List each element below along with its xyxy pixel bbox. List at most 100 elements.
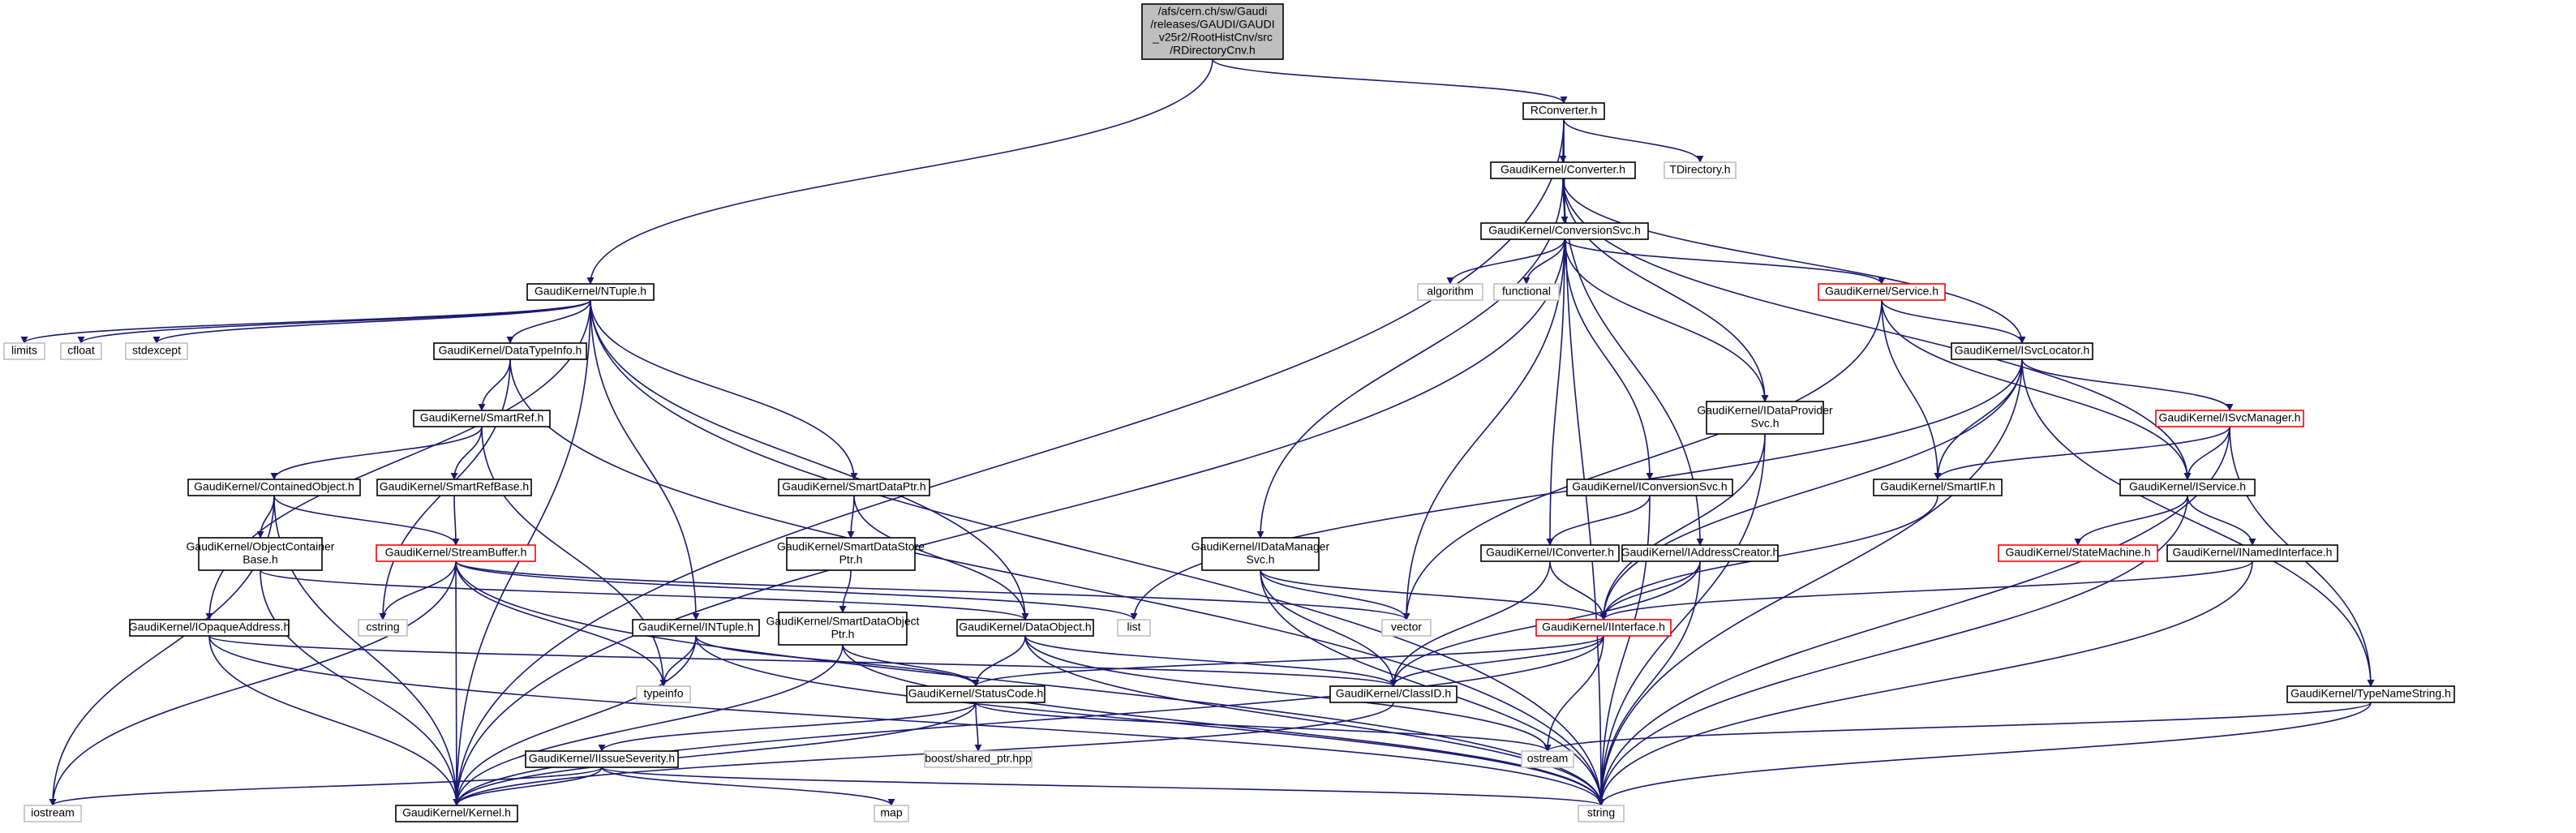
node-label: map xyxy=(880,806,902,819)
edge-path xyxy=(1402,238,1565,620)
edge-iservice-to-string xyxy=(1597,495,2188,806)
edge-iconversionsvc-to-iconverter xyxy=(1546,495,1651,546)
node-smartref[interactable]: GaudiKernel/SmartRef.h xyxy=(413,410,551,427)
node-label: GaudiKernel/IService.h xyxy=(2129,480,2246,493)
edge-path xyxy=(1564,238,1769,402)
node-inamedinterface[interactable]: GaudiKernel/INamedInterface.h xyxy=(2166,544,2338,562)
edge-iinterface-to-classid xyxy=(1389,635,1604,687)
node-iconversionsvc[interactable]: GaudiKernel/IConversionSvc.h xyxy=(1566,479,1733,496)
node-label: Base.h xyxy=(243,553,278,566)
node-label: /afs/cern.ch/sw/Gaudi xyxy=(1158,5,1268,18)
node-label: GaudiKernel/SmartRefBase.h xyxy=(380,480,529,493)
edge-path xyxy=(590,299,700,620)
node-root[interactable]: /afs/cern.ch/sw/Gaudi/releases/GAUDI/GAU… xyxy=(1141,3,1284,60)
node-service[interactable]: GaudiKernel/Service.h xyxy=(1818,283,1946,301)
edge-path xyxy=(208,635,461,806)
node-iservice[interactable]: GaudiKernel/IService.h xyxy=(2119,479,2256,496)
edge-path xyxy=(1599,560,2253,620)
edge-streambuffer-to-kernel xyxy=(453,560,461,806)
edge-path xyxy=(455,560,1138,620)
edge-converter-to-iaddresscreator xyxy=(1562,178,1704,546)
edge-path xyxy=(1881,299,2192,480)
edge-containedobject-to-streambuffer xyxy=(273,495,460,546)
node-label: GaudiKernel/INamedInterface.h xyxy=(2173,546,2333,559)
node-box xyxy=(956,619,1094,637)
node-typenamestring[interactable]: GaudiKernel/TypeNameString.h xyxy=(2286,685,2455,703)
node-smartrefbase[interactable]: GaudiKernel/SmartRefBase.h xyxy=(376,479,532,496)
node-ntuple[interactable]: GaudiKernel/NTuple.h xyxy=(526,283,655,301)
edge-path xyxy=(1024,635,1397,687)
node-box xyxy=(1998,544,2158,562)
node-datatypeinfo[interactable]: GaudiKernel/DataTypeInfo.h xyxy=(433,342,587,360)
node-box xyxy=(3,342,45,360)
node-streambuffer[interactable]: GaudiKernel/StreamBuffer.h xyxy=(376,544,536,562)
node-containedobject[interactable]: GaudiKernel/ContainedObject.h xyxy=(187,479,361,496)
edge-path xyxy=(842,644,980,687)
node-stdexcept: stdexcept xyxy=(125,342,188,360)
node-iostream: iostream xyxy=(24,805,82,822)
edge-idatamanagersvc-to-vector xyxy=(1260,569,1410,620)
edge-ntuple-to-datatypeinfo xyxy=(506,299,591,344)
node-intuple[interactable]: GaudiKernel/INTuple.h xyxy=(632,619,760,637)
node-statemachine[interactable]: GaudiKernel/StateMachine.h xyxy=(1998,544,2158,562)
edge-iopaqueaddress-to-string xyxy=(208,635,1605,806)
node-iaddresscreator[interactable]: GaudiKernel/IAddressCreator.h xyxy=(1621,544,1780,562)
node-box xyxy=(1480,544,1620,562)
node-conversionsvc[interactable]: GaudiKernel/ConversionSvc.h xyxy=(1480,222,1649,240)
edge-conversionsvc-to-functional xyxy=(1522,238,1565,285)
node-isvclocator[interactable]: GaudiKernel/ISvcLocator.h xyxy=(1951,342,2093,360)
edge-service-to-smartif xyxy=(1881,299,1942,480)
edge-smartdataobjectptr-to-kernel xyxy=(453,644,844,806)
node-iopaqueaddress[interactable]: GaudiKernel/IOpaqueAddress.h xyxy=(129,619,290,637)
node-converter[interactable]: GaudiKernel/Converter.h xyxy=(1490,161,1636,179)
edge-path xyxy=(2187,495,2256,546)
edge-path xyxy=(601,766,895,806)
node-box xyxy=(376,479,532,496)
edge-converter-to-idatamanagersvc xyxy=(1256,178,1564,539)
node-kernel[interactable]: GaudiKernel/Kernel.h xyxy=(395,805,518,822)
node-isvcmanager[interactable]: GaudiKernel/ISvcManager.h xyxy=(2155,410,2304,427)
node-iconverter[interactable]: GaudiKernel/IConverter.h xyxy=(1480,544,1620,562)
edge-path xyxy=(453,702,977,806)
edge-path xyxy=(1597,433,1766,806)
node-classid[interactable]: GaudiKernel/ClassID.h xyxy=(1329,685,1458,703)
node-box xyxy=(2119,479,2256,496)
edge-path xyxy=(455,560,1410,620)
node-box xyxy=(1706,401,1824,435)
edge-path xyxy=(695,635,1605,806)
edge-path xyxy=(509,359,1605,806)
edge-isvclocator-to-isvcmanager xyxy=(2021,359,2234,411)
node-label: GaudiKernel/StatusCode.h xyxy=(908,687,1044,700)
node-iinterface[interactable]: GaudiKernel/IInterface.h xyxy=(1535,619,1672,637)
edge-issueseverity-to-kernel xyxy=(453,766,603,806)
edge-ntuple-to-stdexcept xyxy=(152,299,591,344)
node-box xyxy=(1664,161,1737,179)
edge-dataobject-to-string xyxy=(1024,635,1605,806)
node-rconverter[interactable]: RConverter.h xyxy=(1522,102,1605,120)
edge-path xyxy=(453,635,1604,806)
node-label: GaudiKernel/StateMachine.h xyxy=(2006,546,2151,559)
edge-path xyxy=(1597,560,1701,806)
node-smartdataptr[interactable]: GaudiKernel/SmartDataPtr.h xyxy=(778,479,930,496)
edge-smartref-to-containedobject xyxy=(270,426,483,480)
node-statuscode[interactable]: GaudiKernel/StatusCode.h xyxy=(906,685,1045,703)
node-issueseverity[interactable]: GaudiKernel/IIssueSeverity.h xyxy=(525,750,679,768)
node-dataobject[interactable]: GaudiKernel/DataObject.h xyxy=(956,619,1094,637)
edge-path xyxy=(853,495,1029,620)
edge-iconverter-to-iinterface xyxy=(1549,560,1608,620)
edge-path xyxy=(1934,426,2230,480)
edge-intuple-to-statuscode xyxy=(695,635,980,687)
edge-service-to-vector xyxy=(1402,299,1883,620)
node-label: GaudiKernel/NTuple.h xyxy=(535,285,646,298)
edge-path xyxy=(453,560,461,806)
edge-path xyxy=(260,569,1029,620)
node-label: TDirectory.h xyxy=(1669,163,1730,176)
node-box xyxy=(1522,102,1605,120)
node-smartif[interactable]: GaudiKernel/SmartIF.h xyxy=(1873,479,2003,496)
node-label: GaudiKernel/ClassID.h xyxy=(1336,687,1451,700)
